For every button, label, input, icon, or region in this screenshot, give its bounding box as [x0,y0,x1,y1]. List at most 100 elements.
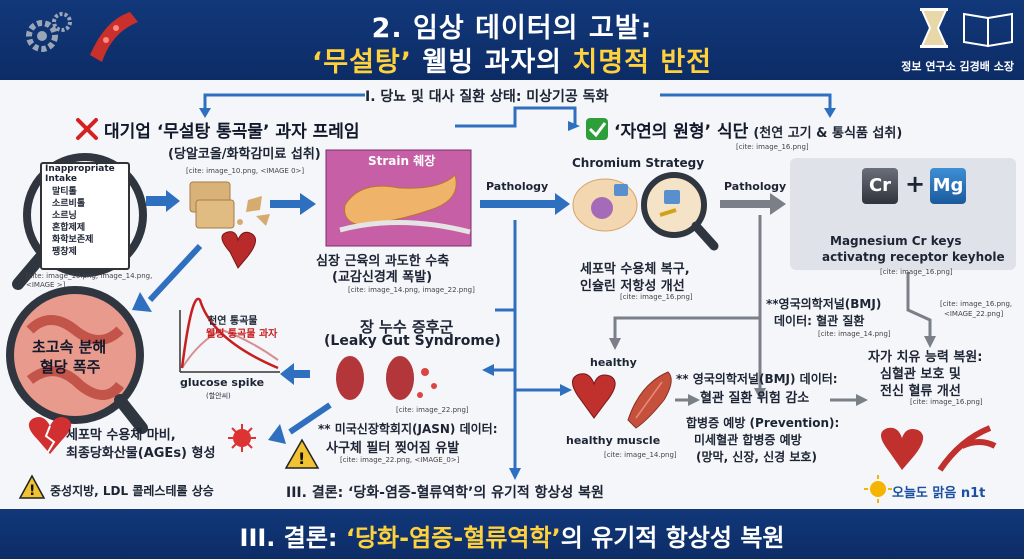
header-banner [0,0,1024,80]
intake-item: 말티톨 [52,187,77,197]
cell-image [572,178,638,232]
footer-text-c: 의 유기적 항상성 복원 [560,524,785,552]
broken-heart-icon [28,417,72,454]
left-cite-5: [cite: image_22.png, <IMAGE_0>] [340,456,460,464]
receptor-text-1: 세포막 수용체 마비, [66,428,176,443]
intake-card [40,162,130,270]
right-cite-2: [cite: image_16.png] [880,268,953,276]
title-middle: 웰빙 과자의 [412,47,573,78]
pathology-label-left: Pathology [486,180,549,193]
conclusion-inline: III. 결론: ‘당화-염증-혈류역학’의 유기적 항상성 복원 [286,485,604,501]
footer-text-a: III. 결론: [239,524,346,552]
artery-image [937,425,997,472]
heart-text-1: 심장 근육의 과도한 수축 [316,254,450,269]
intake-title: Inappropriate Intake [45,164,115,184]
intake-item: 혼합제제 [52,223,86,233]
right-cite-4: [cite: image_14.png] [818,330,891,338]
bmj2-text-2: 혈관 질환 위험 감소 [700,391,810,406]
virus-icon [228,424,256,452]
keys-text-1: Magnesium Cr keys [830,234,962,248]
magnifier-gut [6,286,148,434]
right-cite-1: [cite: image_16.png] [736,143,809,151]
left-cite-3: [cite: image_14.png, image_22.png] [348,286,475,294]
right-cite-3: [cite: image_16.png] [620,293,693,301]
bmj2-text-1: ** 영국의학저널(BMJ) 데이터: [676,372,838,386]
title-highlight-1: ‘무설탕’ [311,47,413,78]
series-snack [180,297,279,370]
bmj1-text-2: 데이터: 혈관 질환 [774,314,865,328]
bmj1-text-1: **영국의학저널(BMJ) [766,297,882,311]
header-icons [26,8,1013,62]
magnesium-badge: Mg [930,168,966,204]
receptor-text-2: 최종당화산물(AGEs) 형성 [66,446,216,461]
brand-label: 오늘도 맑음 n1t [892,486,986,501]
chromium-title: Chromium Strategy [572,156,705,170]
svg-text:!: ! [298,449,305,468]
left-cite-4: [cite: image_22.png] [396,406,469,414]
right-panel-subtitle: (천연 고기 & 통식품 섭취) [753,126,903,141]
spike-text-1: 초고속 분해 [32,338,107,356]
hourglass-icon [920,8,948,48]
intake-item: 화학보존제 [52,235,94,245]
recover-text-2: 인슐린 저항성 개선 [580,279,685,294]
prevention-text-2: 미세혈관 합병증 예방 [694,433,802,447]
page-title-line2: ‘무설탕’ 웰빙 과자의 치명적 반전 [0,40,1024,79]
pathology-label-right: Pathology [724,180,787,193]
x-mark-icon [76,118,98,140]
right-cite-5b: <IMAGE_22.png] [944,310,1004,318]
jasn-text-1: ** 미국신장학회지(JASN) 데이터: [318,422,498,436]
heart-image-left [221,231,256,269]
right-cite-6: [cite: image_14.png] [604,451,677,459]
chart-xunit: (할안씨) [206,392,231,400]
healthy-label: healthy [590,356,637,369]
magnifier-receptor [641,172,719,251]
heart-text-2: (교감신경계 폭발) [332,270,433,285]
healthy-muscle-label: healthy muscle [566,434,661,447]
chart-legend-2: 웰빙 통곡물 과자 [206,329,278,340]
spike-text-2: 혈당 폭주 [40,358,101,376]
recover-text-1: 세포막 수용체 복구, [580,262,690,277]
jasn-text-2: 사구체 필터 찢어짐 유발 [326,441,460,456]
chart-legend-1: 천연 통곡물 [208,316,258,327]
section1-label: I. 당뇨 및 대사 질환 상태: 미상기공 독화 [365,89,609,105]
left-panel-subtitle: (당알코올/화학감미료 섭취) [168,147,321,162]
strain-label: Strain 췌장 [368,154,436,168]
prevention-text-1: 합병증 예방 (Prevention): [686,416,840,430]
right-cite-5a: [cite: image_16.png, [940,300,1013,308]
author-label: 정보 연구소 김경배 소장 [901,60,1014,73]
footer-banner [0,509,1024,559]
chromium-badge: Cr [862,168,898,204]
intake-item: 소르비톨 [52,199,86,209]
intake-item: 소르닝 [52,211,77,221]
magnifier-intake [12,153,147,290]
left-panel-title: 대기업 ‘무설탕 통곡물’ 과자 프레임 [104,122,360,142]
plus-sign: + [905,170,926,198]
keys-card [790,158,1016,270]
pancreas-image [325,149,472,247]
series-whole-grain [181,328,279,369]
heart-image-bottom-right [881,427,924,470]
muscle-image [627,371,672,429]
chart-xlabel: glucose spike [180,376,265,389]
right-panel-title: ‘자연의 원형’ 식단 [614,122,749,142]
check-mark-icon [586,118,608,140]
leaky-gut-subtitle: (Leaky Gut Syndrome) [324,333,501,349]
prevention-text-3: (망막, 신장, 신경 보호) [696,450,817,464]
right-cite-7: [cite: image_16.png] [910,398,983,406]
kidney-image [336,356,437,400]
title-highlight-2: 치명적 반전 [572,47,713,78]
keys-text-2: activatng receptor keyhole [822,250,1005,264]
heart-image-right [572,373,616,419]
svg-text:!: ! [29,483,35,499]
glucose-spike-chart [179,297,280,373]
intake-item: 팽창제 [52,247,77,257]
cracker-image [189,181,270,229]
leaky-gut-title: 장 누수 증후군 [360,318,454,336]
left-cite-2: [cite: image_10.png, image_14.png, <IMAG… [26,272,153,289]
selfheal-text-1: 자가 치유 능력 복원: [868,350,983,365]
sun-icon [864,475,892,503]
footer-text-b: ‘당화-염증-혈류역학’ [345,524,561,552]
selfheal-text-3: 전신 혈류 개선 [880,384,961,399]
left-cite-1: [cite: image_10.png, <IMAGE 0>] [186,167,305,175]
gear-icon [26,12,72,52]
